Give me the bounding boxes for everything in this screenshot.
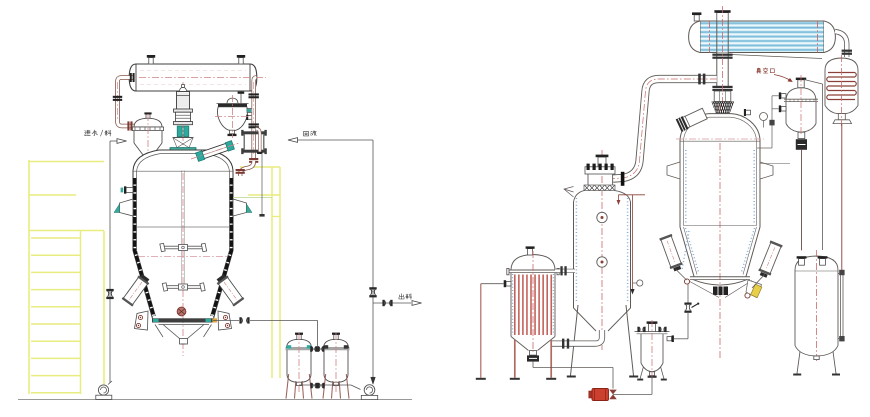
vacuum-catchpot [757, 75, 823, 251]
pump-inlet-arrow [370, 376, 376, 386]
sight-glass-nozzle [190, 140, 240, 162]
concentrate-discharge-line [674, 284, 700, 340]
discharge-arrow [411, 300, 422, 306]
separator-vessel [552, 150, 645, 378]
platform-ladder [28, 160, 281, 394]
receiver-catchpot [634, 320, 674, 381]
transfer-pump [588, 376, 653, 401]
duplex-filters [285, 332, 379, 400]
feed-line-and-pump [95, 138, 127, 400]
tank-discharge-valve [239, 317, 250, 324]
vapor-catcher-sphere [215, 91, 253, 138]
filter-pump [360, 384, 379, 400]
feed-pump [95, 384, 113, 400]
vapor-duct [711, 6, 734, 114]
reflux-discharge-lines [287, 137, 422, 386]
right-system [475, 6, 859, 401]
left-system [18, 55, 422, 401]
feed-arrow [116, 138, 127, 144]
vacuum-port-label [756, 67, 793, 82]
vapor-branch-pipe [612, 73, 717, 186]
right-receiver-tank [793, 250, 845, 376]
discharge-to-filter-line [213, 317, 318, 346]
concentrator-vessel [659, 104, 790, 360]
left-condenser [126, 55, 266, 92]
riser-valve [369, 287, 377, 298]
discharge-valve [382, 299, 393, 307]
feed-valve [106, 288, 114, 300]
storage-tank [475, 246, 614, 389]
condenser-outlet-elbow [834, 28, 852, 57]
condensate-return-pipe [112, 73, 136, 131]
reflux-arrow [287, 137, 298, 143]
pipe-support-frame [235, 75, 267, 217]
right-condenser [688, 12, 836, 59]
coil-heat-exchanger [824, 55, 859, 126]
